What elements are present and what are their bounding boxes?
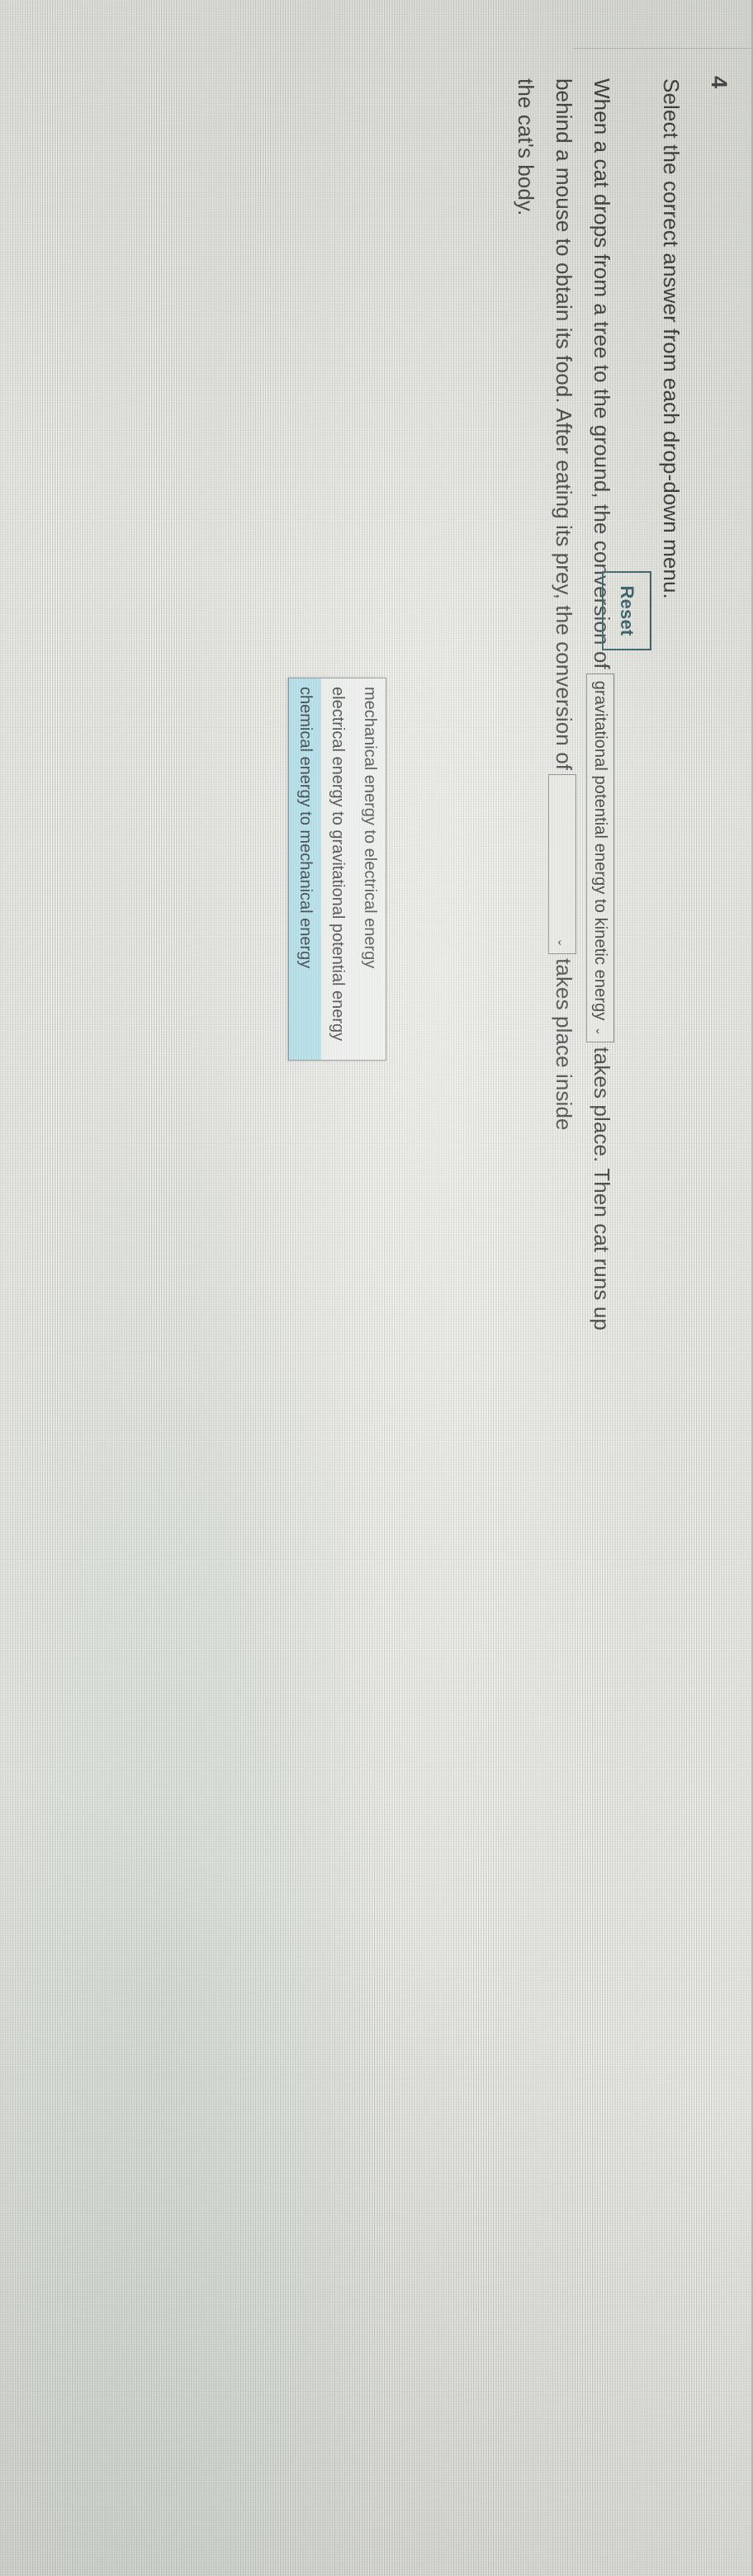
conversion-dropdown-list[interactable]: mechanical energy to electrical energy e… <box>288 678 386 1061</box>
reset-button[interactable]: Reset <box>602 571 651 650</box>
first-conversion-select[interactable]: gravitational potential energy to kineti… <box>585 673 614 1043</box>
dropdown-option-mechanical-to-electrical[interactable]: mechanical energy to electrical energy <box>353 678 386 1060</box>
stem-line-2-post: takes place inside <box>552 958 576 1131</box>
stem-line-2-pre: behind a mouse to obtain its food. After… <box>552 78 576 771</box>
instruction-text: Select the correct answer from each drop… <box>659 78 684 599</box>
dropdown-option-electrical-to-gravitational[interactable]: electrical energy to gravitational poten… <box>321 678 353 1060</box>
question-stem: When a cat drops from a tree to the grou… <box>507 78 621 2002</box>
stem-line-3: the cat's body. <box>514 78 538 216</box>
second-conversion-select[interactable]: ⌄ <box>547 774 576 955</box>
chevron-down-icon: ⌄ <box>555 938 569 948</box>
question-number-divider <box>573 48 753 49</box>
question-number: 4 <box>707 76 732 89</box>
chevron-down-icon: ⌄ <box>593 1026 607 1037</box>
dropdown-option-chemical-to-mechanical[interactable]: chemical energy to mechanical energy <box>289 678 321 1060</box>
first-conversion-select-value: gravitational potential energy to kineti… <box>590 680 609 1021</box>
stem-line-1-post: takes place. Then cat runs up <box>590 1047 614 1331</box>
stem-line-1: When a cat drops from a tree to the grou… <box>583 78 621 2002</box>
stem-line-2: behind a mouse to obtain its food. After… <box>545 78 583 2002</box>
